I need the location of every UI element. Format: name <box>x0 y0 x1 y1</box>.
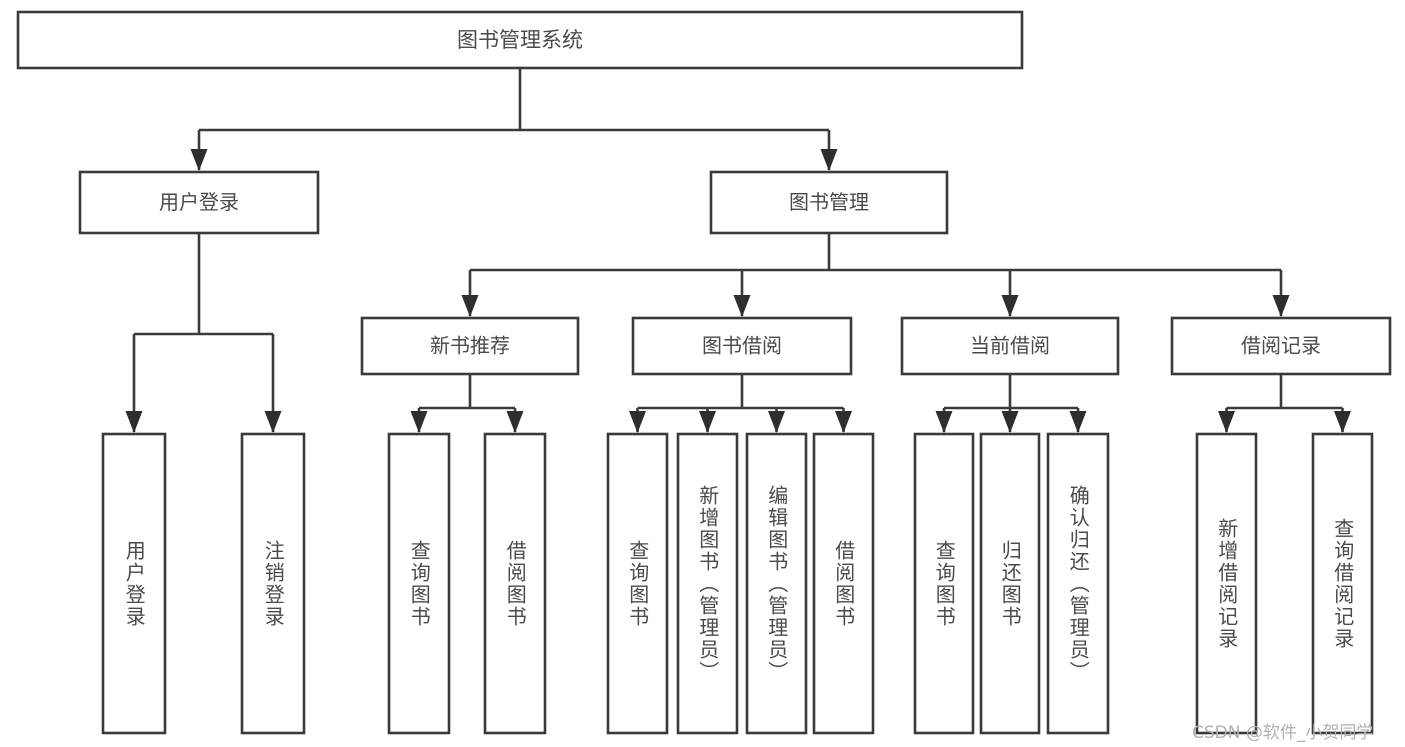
node-box-leaf-rec-query-book[interactable] <box>387 432 451 735</box>
node-box-book-manage[interactable] <box>709 170 949 235</box>
arrow-head-icon-current-borrow <box>1001 295 1019 317</box>
arrow-head-icon-leaf-borrow-query-book <box>629 411 646 433</box>
arrow-head-icon-leaf-borrow-borrow-book <box>835 411 852 433</box>
arrow-head-icon-leaf-borrow-edit-book <box>768 411 785 433</box>
arrow-head-icon-borrow-record <box>1272 295 1290 317</box>
arrow-head-icon-user-login <box>190 149 208 171</box>
arrow-head-icon-leaf-rec-borrow-book <box>506 411 524 433</box>
arrow-head-icon-leaf-cur-confirm-return <box>1069 411 1087 433</box>
arrow-head-icon-book-manage <box>820 149 838 171</box>
node-box-leaf-cur-query-book[interactable] <box>913 432 975 735</box>
node-box-leaf-borrow-edit-book[interactable] <box>745 432 808 735</box>
node-box-leaf-cur-return-book[interactable] <box>979 432 1041 735</box>
node-box-leaf-borrow-add-book[interactable] <box>676 432 739 735</box>
node-box-current-borrow[interactable] <box>900 316 1120 376</box>
arrow-head-icon-new-book-rec <box>461 295 479 317</box>
arrow-head-icon-leaf-cur-return-book <box>1001 411 1019 433</box>
arrow-head-icon-leaf-rec-query-record <box>1334 411 1351 433</box>
node-box-leaf-borrow-borrow-book[interactable] <box>812 432 875 735</box>
node-box-leaf-user-logout[interactable] <box>240 432 306 735</box>
node-label-current-borrow: 当前借阅 <box>970 334 1050 358</box>
arrow-head-icon-leaf-user-login <box>125 411 143 433</box>
node-box-leaf-rec-query-record[interactable] <box>1311 432 1374 735</box>
node-box-book-borrow[interactable] <box>631 316 853 376</box>
connector-layer <box>125 68 1351 433</box>
node-box-root[interactable] <box>16 10 1024 70</box>
node-label-user-login: 用户登录 <box>159 190 239 214</box>
arrow-head-icon-leaf-cur-query-book <box>935 411 953 433</box>
node-label-borrow-record: 借阅记录 <box>1241 334 1321 358</box>
node-box-leaf-borrow-query-book[interactable] <box>606 432 669 735</box>
node-label-root: 图书管理系统 <box>457 28 583 52</box>
arrow-head-icon-leaf-borrow-add-book <box>699 411 716 433</box>
node-box-leaf-rec-borrow-book[interactable] <box>483 432 547 735</box>
node-label-new-book-rec: 新书推荐 <box>430 334 510 358</box>
node-box-new-book-rec[interactable] <box>360 316 580 376</box>
node-label-book-borrow: 图书借阅 <box>702 334 782 358</box>
arrow-head-icon-leaf-user-logout <box>264 411 282 433</box>
node-label-book-manage: 图书管理 <box>789 190 869 214</box>
node-box-leaf-cur-confirm-return[interactable] <box>1046 432 1110 735</box>
node-box-user-login[interactable] <box>78 170 320 235</box>
node-box-leaf-rec-add-record[interactable] <box>1195 432 1258 735</box>
node-box-layer <box>16 10 1392 735</box>
node-box-leaf-user-login[interactable] <box>101 432 167 735</box>
arrow-head-icon-leaf-rec-add-record <box>1218 411 1235 433</box>
node-box-borrow-record[interactable] <box>1170 316 1392 376</box>
arrow-head-icon-leaf-rec-query-book <box>410 411 428 433</box>
arrow-head-icon-book-borrow <box>733 295 751 317</box>
